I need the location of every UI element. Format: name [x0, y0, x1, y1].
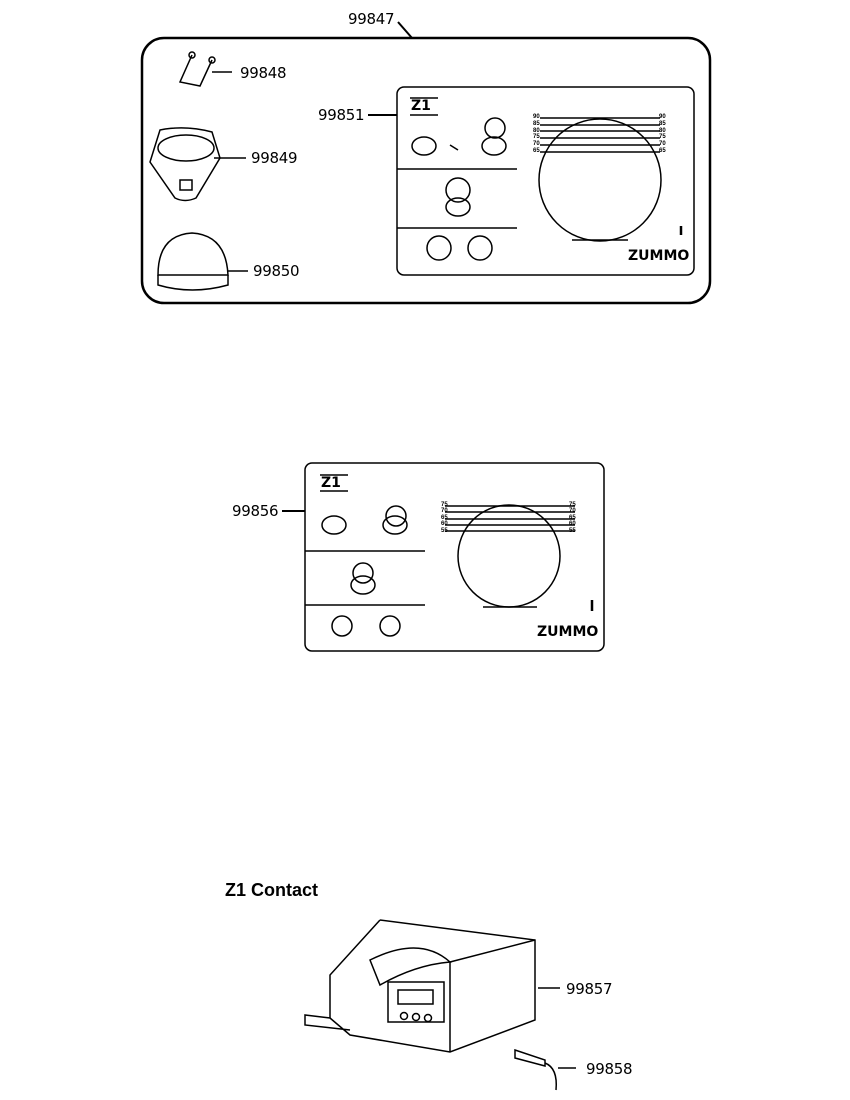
label-cable: 99858	[586, 1060, 633, 1078]
chart-large-logo: ZUMMO	[628, 248, 690, 264]
kit-box	[140, 36, 712, 305]
chart-small-heading: Z1	[321, 475, 341, 491]
holder-icon	[149, 127, 246, 202]
label-holder: 99849	[251, 149, 298, 167]
label-dome: 99850	[253, 262, 300, 280]
chart-card-small-drawing	[304, 462, 605, 652]
label-chart-small: 99856	[232, 502, 279, 520]
leader-kit	[397, 21, 413, 39]
label-chart-large: 99851	[318, 106, 365, 124]
chart-small-logo: ZUMMO	[537, 624, 599, 640]
u-bolt-icon	[178, 51, 232, 87]
chart-large-heading: Z1	[411, 98, 431, 114]
label-kit: 99847	[348, 10, 395, 28]
dome-icon	[157, 232, 248, 291]
label-contact-unit: 99857	[566, 980, 613, 998]
contact-unit-icon	[304, 919, 560, 1053]
chart-card-large-drawing	[396, 86, 695, 276]
label-u-bolt: 99848	[240, 64, 287, 82]
section-title: Z1 Contact	[225, 880, 319, 900]
cable-icon	[514, 1048, 576, 1091]
